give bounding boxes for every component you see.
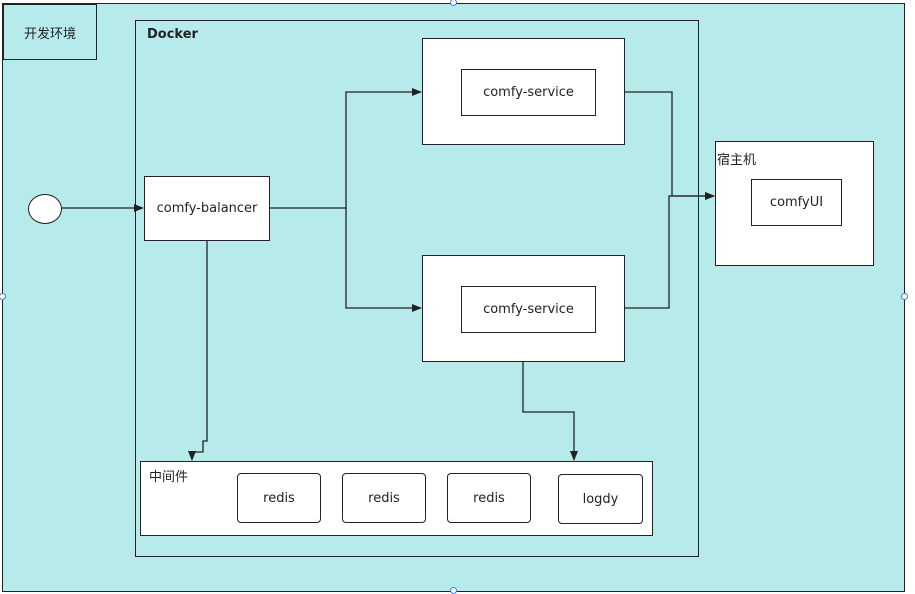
- redis-label-1: redis: [263, 490, 295, 506]
- redis-label-2: redis: [368, 490, 400, 506]
- arrow-balancer-to-service-top: [270, 88, 422, 209]
- arrow-service-top-to-host: [625, 91, 715, 200]
- comfyui-label: comfyUI: [769, 195, 824, 210]
- host-title: 宿主机: [717, 153, 757, 168]
- arrow-balancer-to-middleware: [188, 241, 208, 461]
- comfy-service-top: comfy-service: [461, 69, 596, 116]
- arrow-service-bottom-to-host: [625, 192, 715, 309]
- comfy-balancer: comfy-balancer: [144, 176, 270, 241]
- comfy-balancer-label: comfy-balancer: [156, 201, 258, 216]
- logdy-box: logdy: [558, 474, 643, 524]
- resize-handle-left[interactable]: [0, 293, 6, 300]
- comfy-service-bottom-label: comfy-service: [483, 302, 574, 317]
- docker-container: [135, 20, 699, 557]
- redis-label-3: redis: [473, 490, 505, 506]
- comfyui-box: comfyUI: [751, 179, 842, 226]
- resize-handle-top[interactable]: [450, 0, 457, 6]
- environment-label-text: 开发环境: [23, 26, 76, 42]
- comfy-service-top-label: comfy-service: [483, 85, 574, 100]
- logdy-label: logdy: [582, 491, 619, 507]
- arrow-service-to-logdy: [522, 362, 578, 461]
- docker-title: Docker: [147, 27, 198, 42]
- middleware-title: 中间件: [149, 470, 189, 485]
- arrow-balancer-to-service-bottom: [345, 208, 422, 312]
- start-node: [28, 194, 62, 224]
- redis-box-3: redis: [447, 473, 531, 523]
- resize-handle-right[interactable]: [901, 293, 908, 300]
- redis-box-2: redis: [342, 473, 426, 523]
- comfy-service-bottom: comfy-service: [461, 286, 596, 333]
- environment-label: 开发环境: [3, 4, 97, 60]
- redis-box-1: redis: [237, 473, 321, 523]
